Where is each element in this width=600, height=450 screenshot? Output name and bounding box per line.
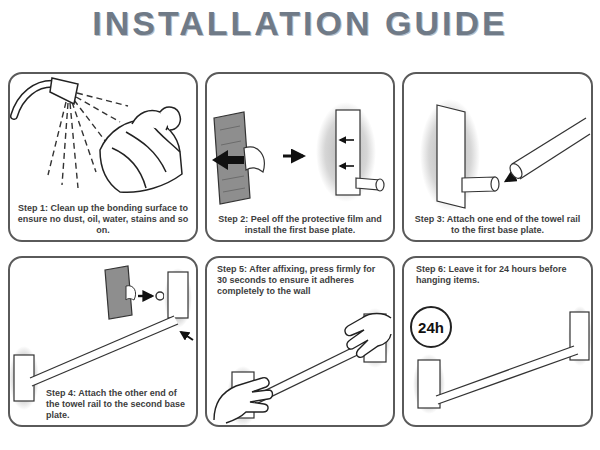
- shower-illustration: [62, 103, 68, 185]
- press-illustration: [214, 378, 273, 423]
- attach-rail-illustration: [491, 177, 499, 191]
- peel-illustration: [376, 179, 384, 191]
- shower-illustration: [14, 84, 56, 116]
- step-panel: Step 5: After affixing, press firmly for…: [205, 256, 395, 427]
- peel-illustration: [283, 155, 303, 158]
- peel-illustration: [244, 147, 264, 172]
- attach-rail-illustration: [512, 118, 586, 164]
- step-panel: Step 3: Attach one end of the towel rail…: [402, 72, 593, 242]
- hand-cloth: [112, 148, 146, 188]
- finished-rail-illustration: [568, 306, 592, 366]
- attach-rail-illustration: [512, 118, 590, 179]
- finished-rail-illustration: [413, 306, 592, 414]
- hand-cloth: [100, 107, 182, 192]
- step-text: Step 2: Peel off the protective film and…: [213, 214, 387, 236]
- finished-rail-illustration: [413, 354, 445, 414]
- shower-illustration: [72, 102, 96, 172]
- shower-illustration: [50, 78, 78, 104]
- peel-illustration: [340, 139, 354, 141]
- second-plate-illustration: [181, 332, 193, 340]
- hand-cloth: [126, 132, 166, 172]
- finished-rail-illustration: [436, 346, 578, 404]
- step-panel: Step 6: Leave it for 24 hours before han…: [402, 256, 593, 427]
- press-illustration: [214, 308, 391, 426]
- hand-cloth: [100, 120, 182, 192]
- step-text: Step 6: Leave it for 24 hours before han…: [416, 264, 581, 286]
- hand-cloth: [160, 107, 180, 130]
- duration-label: 24h: [418, 319, 444, 336]
- peel-illustration: [212, 102, 384, 204]
- second-plate-illustration: [30, 316, 178, 386]
- step-text: Step 1: Clean up the bonding surface to …: [16, 203, 190, 236]
- peel-illustration: [221, 141, 241, 145]
- step-text: Step 3: Attach one end of the towel rail…: [410, 214, 585, 236]
- step-panel: Step 1: Clean up the bonding surface to …: [8, 72, 198, 242]
- attach-rail-illustration: [462, 177, 495, 192]
- shower-illustration: [14, 84, 56, 116]
- peel-illustration: [340, 165, 354, 167]
- finished-rail-illustration: [436, 346, 574, 396]
- shower-illustration: [77, 93, 128, 106]
- clock-circle: 24h: [410, 306, 452, 348]
- attach-rail-illustration: [420, 99, 480, 211]
- finished-rail-illustration: [418, 360, 440, 408]
- peel-illustration: [223, 188, 245, 192]
- second-plate-illustration: [156, 292, 164, 300]
- step-text: Step 5: After affixing, press firmly for…: [217, 264, 383, 297]
- step-text: Step 4: Attach the other end of the towe…: [46, 388, 190, 421]
- attach-rail-illustration: [508, 162, 525, 181]
- peel-illustration: [212, 150, 244, 170]
- attach-rail-illustration: [437, 105, 465, 208]
- step-panel: Step 2: Peel off the protective film and…: [205, 72, 395, 242]
- second-plate-illustration: [168, 272, 188, 318]
- attach-rail-illustration: [420, 99, 590, 211]
- peel-illustration: [220, 126, 240, 130]
- guide-title: INSTALLATION GUIDE: [0, 4, 600, 43]
- attach-rail-illustration: [520, 134, 590, 179]
- shower-illustration: [74, 100, 106, 142]
- second-plate-illustration: [138, 295, 152, 297]
- second-plate-illustration: [126, 286, 136, 300]
- step-panel: Step 4: Attach the other end of the towe…: [8, 256, 198, 427]
- second-plate-illustration: [30, 316, 174, 378]
- second-plate-illustration: [32, 324, 178, 386]
- finished-rail-illustration: [438, 354, 578, 404]
- press-illustration: [345, 314, 391, 358]
- peel-illustration: [222, 176, 244, 180]
- shower-illustration: [76, 97, 120, 122]
